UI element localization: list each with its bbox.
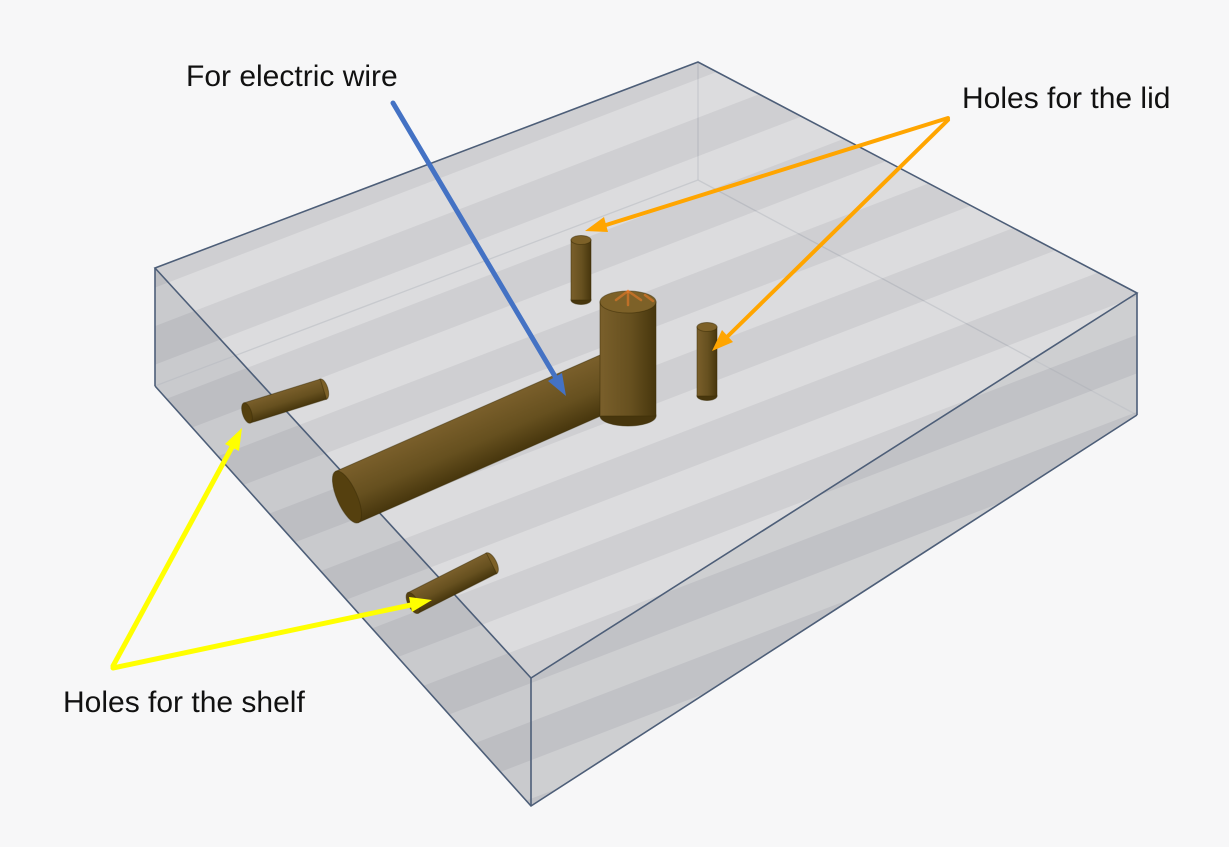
wire-post-body[interactable] xyxy=(599,301,657,417)
label-electric-wire: For electric wire xyxy=(186,60,398,93)
annotation-lid-holes: Holes for the lid xyxy=(585,82,1170,351)
shelf-holes-arrowhead-front xyxy=(409,597,432,612)
wire-tube-near-cap xyxy=(331,470,363,524)
lid-holes-arrowhead-back xyxy=(585,217,608,232)
slab-right-face[interactable] xyxy=(531,293,1137,806)
lid-holes-arrows xyxy=(604,116,950,338)
lid-holes-arrow-line-back xyxy=(604,116,950,227)
annotation-shelf-holes: Holes for the shelf xyxy=(63,428,432,719)
shelf-pin-back-near-cap xyxy=(241,402,253,424)
shelf-holes-arrow-line-front xyxy=(110,602,414,671)
lid-holes-arrowhead-front xyxy=(712,330,733,351)
shelf-holes-arrows xyxy=(110,444,414,671)
electric-wire-arrowhead xyxy=(548,373,566,396)
slab-bottom-front-edges xyxy=(154,385,1138,808)
shelf-pin-back[interactable] xyxy=(240,378,331,425)
electric-wire-arrow xyxy=(390,100,559,381)
lid-pin-back[interactable] xyxy=(570,235,592,305)
shelf-holes-arrow-line-back xyxy=(110,444,235,669)
lid-pin-back-cap xyxy=(570,235,592,245)
shelf-holes-arrowhead-back xyxy=(225,428,242,451)
lid-pin-front-body[interactable] xyxy=(696,326,718,397)
slab-outline-edges xyxy=(153,61,1139,808)
label-lid-holes: Holes for the lid xyxy=(962,82,1170,115)
lid-pin-front-cap xyxy=(696,322,718,332)
lid-pin-front[interactable] xyxy=(696,322,718,401)
label-shelf-holes: Holes for the shelf xyxy=(63,686,305,719)
wire-post-cylinder[interactable] xyxy=(599,289,657,427)
wire-post-cap-accent-marks xyxy=(614,289,655,307)
annotation-electric-wire: For electric wire xyxy=(186,60,566,396)
electric-wire-arrow-line xyxy=(390,100,559,381)
accent-tick xyxy=(643,293,655,303)
lid-holes-arrow-line-front xyxy=(726,118,950,338)
slab-right-face-shading xyxy=(531,293,1137,806)
lid-pin-back-body[interactable] xyxy=(570,239,592,301)
